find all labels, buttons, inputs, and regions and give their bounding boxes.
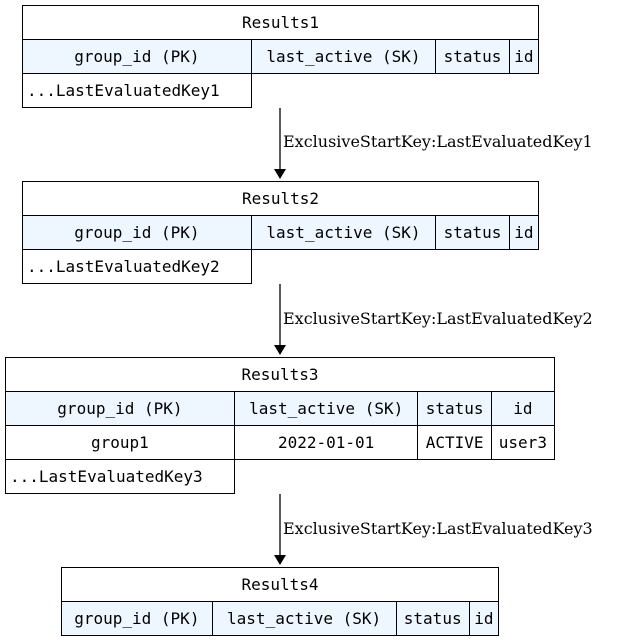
results1-table: Results1 group_id (PK) last_active (SK) … [22,5,540,74]
results3-title: Results3 [5,357,555,392]
results4-header-group-id: group_id (PK) [61,601,213,636]
results2-title: Results2 [22,181,539,216]
results1-last-evaluated-key: ...LastEvaluatedKey1 [22,74,252,108]
cell-group-id: group1 [5,425,235,460]
results3-header-status: status [417,391,492,426]
results2-header-last-active: last_active (SK) [250,215,437,250]
edge-label-1: ExclusiveStartKey:LastEvaluatedKey1 [283,132,593,151]
results4-title: Results4 [61,567,499,602]
results4-header-status: status [395,601,470,636]
results2-header-group-id: group_id (PK) [22,215,252,250]
results4-table: Results4 group_id (PK) last_active (SK) … [61,567,500,636]
cell-last-active: 2022-01-01 [233,425,419,460]
results2-last-evaluated-key: ...LastEvaluatedKey2 [22,250,252,284]
results1-header-last-active: last_active (SK) [250,39,437,74]
results4-header-id: id [468,601,500,636]
results3-last-evaluated-key: ...LastEvaluatedKey3 [5,460,235,494]
results3-table: Results3 group_id (PK) last_active (SK) … [5,357,556,460]
results2-header-id: id [508,215,540,250]
results1-header-id: id [508,39,540,74]
cell-status: ACTIVE [417,425,492,460]
table-row: group1 2022-01-01 ACTIVE user3 [5,425,556,460]
results3-header-group-id: group_id (PK) [5,391,235,426]
results1-title: Results1 [22,5,539,40]
results2-table: Results2 group_id (PK) last_active (SK) … [22,181,540,250]
edge-label-3: ExclusiveStartKey:LastEvaluatedKey3 [283,519,593,538]
cell-id: user3 [490,425,556,460]
edge-label-2: ExclusiveStartKey:LastEvaluatedKey2 [283,309,593,328]
results3-header-id: id [490,391,556,426]
results2-header-status: status [435,215,510,250]
